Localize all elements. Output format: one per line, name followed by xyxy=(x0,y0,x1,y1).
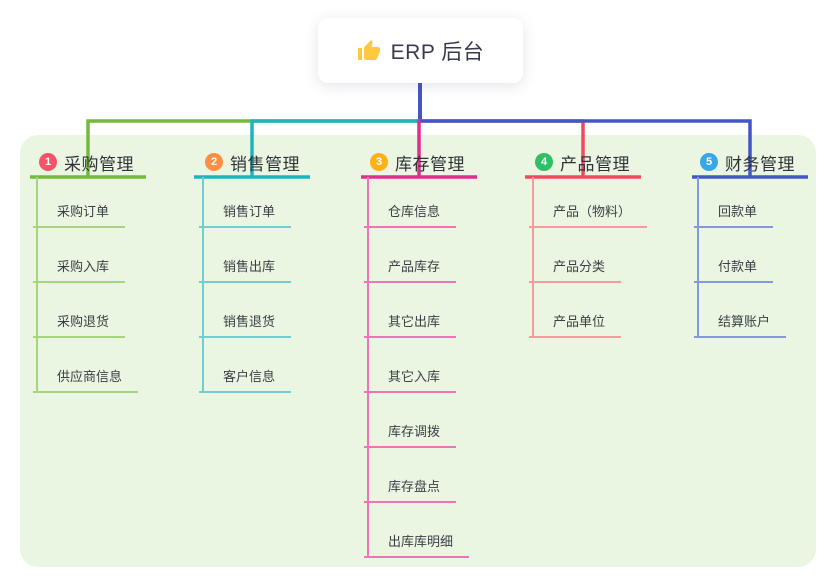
child-node[interactable]: 付款单 xyxy=(694,254,774,283)
child-node[interactable]: 采购订单 xyxy=(33,199,126,228)
branch-node-2[interactable]: 2 销售管理 xyxy=(205,151,300,174)
child-node[interactable]: 供应商信息 xyxy=(33,364,139,393)
child-node[interactable]: 库存盘点 xyxy=(364,474,457,503)
branch-index-badge: 1 xyxy=(39,153,57,171)
root-node[interactable]: ERP 后台 xyxy=(318,18,523,83)
child-node[interactable]: 销售订单 xyxy=(199,199,292,228)
branch-index-badge: 4 xyxy=(535,153,553,171)
child-node[interactable]: 产品分类 xyxy=(529,254,622,283)
child-node[interactable]: 库存调拨 xyxy=(364,419,457,448)
child-node[interactable]: 产品库存 xyxy=(364,254,457,283)
child-node[interactable]: 产品（物料） xyxy=(529,199,648,228)
child-node[interactable]: 其它入库 xyxy=(364,364,457,393)
thumbs-up-icon xyxy=(357,39,381,63)
branch-node-1[interactable]: 1 采购管理 xyxy=(39,151,134,174)
child-node[interactable]: 结算账户 xyxy=(694,309,787,338)
child-node[interactable]: 产品单位 xyxy=(529,309,622,338)
branch-label: 采购管理 xyxy=(64,154,134,174)
child-node[interactable]: 客户信息 xyxy=(199,364,292,393)
child-node[interactable]: 采购退货 xyxy=(33,309,126,338)
branch-index-badge: 2 xyxy=(205,153,223,171)
branch-label: 库存管理 xyxy=(395,154,465,174)
child-node[interactable]: 出库库明细 xyxy=(364,529,470,558)
branch-index-badge: 3 xyxy=(370,153,388,171)
branches-panel xyxy=(20,135,816,567)
branch-node-4[interactable]: 4 产品管理 xyxy=(535,151,630,174)
branch-index-badge: 5 xyxy=(700,153,718,171)
child-node[interactable]: 仓库信息 xyxy=(364,199,457,228)
root-node-label: ERP 后台 xyxy=(390,40,485,64)
branch-node-3[interactable]: 3 库存管理 xyxy=(370,151,465,174)
child-node[interactable]: 销售退货 xyxy=(199,309,292,338)
child-node[interactable]: 销售出库 xyxy=(199,254,292,283)
branch-label: 财务管理 xyxy=(725,154,795,174)
branch-label: 产品管理 xyxy=(560,154,630,174)
child-node[interactable]: 采购入库 xyxy=(33,254,126,283)
child-node[interactable]: 回款单 xyxy=(694,199,774,228)
child-node[interactable]: 其它出库 xyxy=(364,309,457,338)
branch-label: 销售管理 xyxy=(230,154,300,174)
branch-node-5[interactable]: 5 财务管理 xyxy=(700,151,795,174)
